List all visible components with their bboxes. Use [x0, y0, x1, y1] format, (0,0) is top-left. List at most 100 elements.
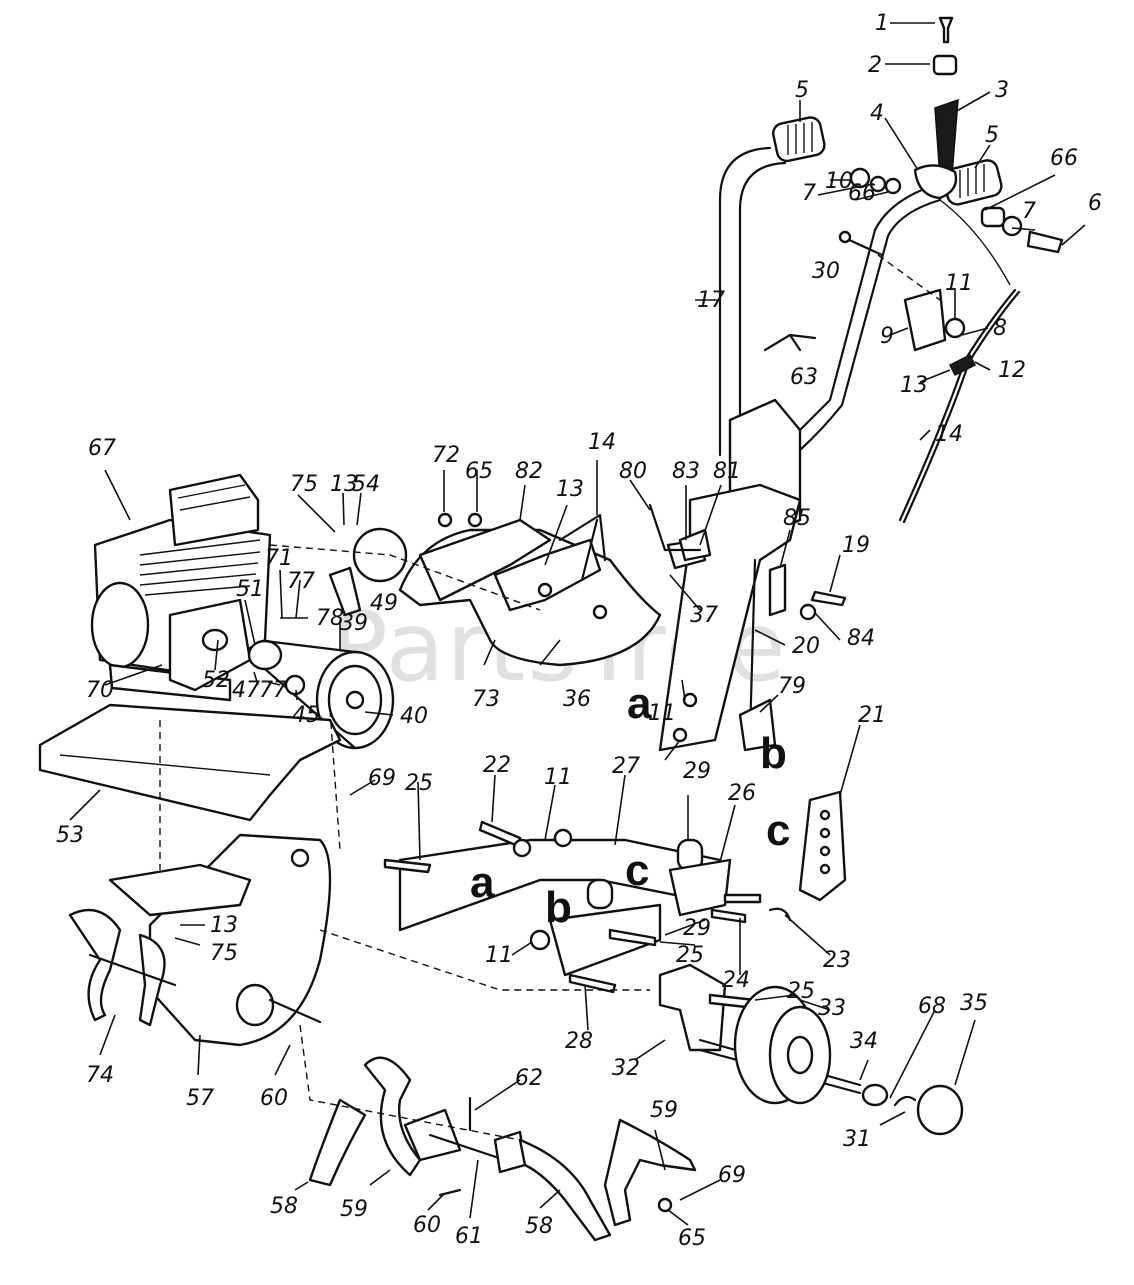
callout-51: 51	[236, 577, 264, 602]
plate-28	[548, 903, 662, 977]
callout-12: 12	[998, 358, 1026, 383]
callout-10: 10	[825, 169, 853, 194]
callout-40: 40	[400, 704, 428, 729]
callout-80: 80	[619, 459, 647, 484]
callout-5: 5	[795, 78, 809, 103]
callout-32: 32	[612, 1056, 640, 1081]
letter-b-upper: b	[760, 729, 787, 778]
callout-59: 59	[650, 1098, 678, 1123]
pulley-51	[247, 639, 283, 671]
spacer-29b	[586, 878, 614, 910]
frame-27	[383, 820, 792, 994]
callout-85: 85	[783, 506, 811, 531]
callout-68: 68	[918, 994, 946, 1019]
callout-11: 11	[648, 701, 676, 726]
callout-37: 37	[690, 603, 718, 628]
cap-35	[916, 1084, 964, 1136]
bolt-19	[810, 590, 847, 607]
callout-65: 65	[678, 1226, 706, 1251]
callout-25: 25	[405, 771, 433, 796]
callout-58: 58	[270, 1194, 298, 1219]
callout-53: 53	[56, 823, 84, 848]
callout-22: 22	[483, 753, 511, 778]
callout-60: 60	[260, 1086, 288, 1111]
callout-14: 14	[588, 430, 616, 455]
callout-58: 58	[525, 1214, 553, 1239]
callout-82: 82	[515, 459, 543, 484]
base-plate	[38, 703, 342, 822]
callout-72: 72	[432, 443, 460, 468]
callout-65: 65	[465, 459, 493, 484]
callout-25: 25	[787, 979, 815, 1004]
callout-47: 47	[232, 678, 260, 703]
nut-2	[932, 54, 958, 76]
screw-1	[938, 16, 954, 44]
callout-26: 26	[728, 781, 756, 806]
handle-assembly	[718, 16, 1064, 542]
bolt-6	[1026, 230, 1064, 254]
bracket-26	[668, 858, 732, 917]
bracket-9	[903, 288, 947, 352]
leader-lines	[69, 22, 1086, 1226]
callout-9: 9	[880, 324, 894, 349]
handle-left-tube-inner	[738, 161, 787, 457]
callout-60: 60	[413, 1213, 441, 1238]
callout-20: 20	[792, 634, 820, 659]
callout-59: 59	[340, 1197, 368, 1222]
callout-78: 78	[316, 606, 344, 631]
callout-75: 75	[290, 472, 318, 497]
frame-20	[648, 483, 802, 752]
callout-33: 33	[818, 996, 846, 1021]
tines-bottom	[308, 1056, 697, 1242]
callout-29: 29	[683, 759, 711, 784]
callout-6: 6	[1088, 191, 1102, 216]
callout-74: 74	[86, 1063, 114, 1088]
plate-53	[38, 703, 342, 822]
callout-27: 27	[612, 754, 640, 779]
callout-77: 77	[259, 678, 287, 703]
callout-54: 54	[352, 472, 380, 497]
letter-a-upper: a	[627, 679, 652, 728]
callout-11: 11	[945, 271, 973, 296]
callout-61: 61	[455, 1224, 483, 1249]
callout-79: 79	[778, 674, 806, 699]
callout-25: 25	[676, 943, 704, 968]
callout-45: 45	[292, 703, 320, 728]
callout-39: 39	[340, 611, 368, 636]
callout-84: 84	[847, 626, 875, 651]
callout-13: 13	[556, 477, 584, 502]
air-cleaner	[168, 473, 260, 547]
callout-11: 11	[544, 765, 572, 790]
callout-2: 2	[868, 53, 882, 78]
idler-45	[284, 674, 306, 696]
callout-21: 21	[858, 703, 886, 728]
callout-5: 5	[985, 123, 999, 148]
letter-markers: a b c a b c	[470, 679, 790, 932]
spacer-66	[980, 206, 1006, 228]
tines-left	[68, 908, 177, 1027]
callout-49: 49	[370, 591, 398, 616]
callout-67: 67	[88, 436, 116, 461]
disc-9	[352, 527, 408, 583]
callout-4: 4	[870, 101, 884, 126]
letter-b-lower: b	[545, 883, 572, 932]
handle-right-tube	[788, 183, 937, 442]
depth-bar-21	[798, 790, 847, 902]
callout-62: 62	[515, 1066, 543, 1091]
letter-c-lower: c	[625, 846, 649, 895]
washer-68	[861, 1083, 889, 1107]
tine-shield	[108, 833, 332, 1047]
callout-35: 35	[960, 991, 988, 1016]
callout-19: 19	[842, 533, 870, 558]
bracket-49	[328, 566, 362, 617]
letter-a-lower: a	[470, 858, 495, 907]
callout-66: 66	[848, 181, 876, 206]
lever-80	[648, 503, 702, 552]
spring-14	[580, 518, 599, 582]
callout-7: 7	[1022, 199, 1036, 224]
callout-11: 11	[485, 943, 513, 968]
callout-75: 75	[210, 941, 238, 966]
callout-23: 23	[823, 948, 851, 973]
callout-3: 3	[995, 78, 1009, 103]
